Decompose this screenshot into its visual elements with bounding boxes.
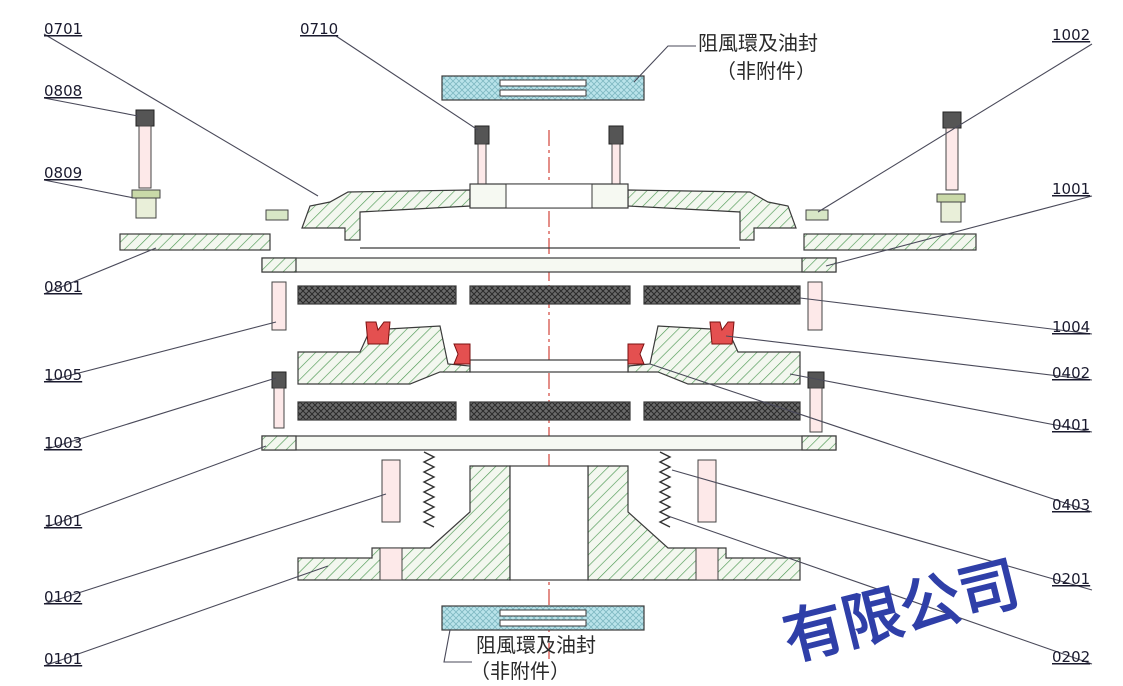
note-bottom-line2: （非附件）	[470, 659, 570, 683]
bolt-1003-shank-left	[273, 387, 285, 429]
label-0403: 0403	[1052, 496, 1090, 514]
washer-1002-right	[805, 209, 829, 221]
label-0201: 0201	[1052, 570, 1090, 588]
label-0202: 0202	[1052, 648, 1090, 666]
label-1005: 1005	[44, 366, 82, 384]
washer-1002-left	[265, 209, 289, 221]
label-0808: 0808	[44, 82, 82, 100]
label-1001-lower: 1001	[44, 512, 82, 530]
label-0401: 0401	[1052, 416, 1090, 434]
note-bottom-line1: 阻風環及油封	[476, 633, 596, 657]
bolt-1003-shank-right	[809, 387, 823, 433]
bolt-0808-right	[942, 111, 962, 191]
label-0101: 0101	[44, 650, 82, 668]
pin-1005-right	[807, 281, 823, 331]
pin-0102-right	[697, 459, 717, 523]
leader-lines	[43, 33, 1093, 667]
top-housing-0701	[301, 183, 797, 249]
base-0101	[297, 465, 801, 581]
seal-0402-right	[709, 321, 735, 345]
label-0402: 0402	[1052, 364, 1090, 382]
spring-0201-left	[422, 451, 436, 528]
note-top-line1: 阻風環及油封	[698, 31, 818, 55]
friction-pads-upper	[297, 285, 801, 305]
label-0701: 0701	[44, 20, 82, 38]
label-0710: 0710	[300, 20, 338, 38]
label-1004: 1004	[1052, 318, 1090, 336]
bushing-0809-right	[936, 193, 966, 223]
seal-0403-left	[453, 343, 471, 365]
bushing-0809-left	[131, 189, 161, 219]
seal-0403-right	[627, 343, 645, 365]
pin-0102-left	[381, 459, 401, 523]
label-0102: 0102	[44, 588, 82, 606]
label-0809: 0809	[44, 164, 82, 182]
seal-0402-left	[365, 321, 391, 345]
screw-0710-left	[474, 125, 490, 205]
label-1001-upper: 1001	[1052, 180, 1090, 198]
spring-0201-right	[658, 451, 672, 528]
note-top-line2: （非附件）	[716, 59, 816, 83]
label-1003: 1003	[44, 434, 82, 452]
label-0801: 0801	[44, 278, 82, 296]
top-seal-ring	[441, 75, 645, 101]
ring-plate-1001-top	[261, 257, 837, 273]
bolt-0808-left	[135, 109, 155, 189]
label-1002: 1002	[1052, 26, 1090, 44]
bolt-1003-head-left	[271, 371, 287, 389]
ring-plate-1001-bottom	[261, 435, 837, 451]
bottom-seal-ring	[441, 605, 645, 631]
pin-1005-left	[271, 281, 287, 331]
friction-pads-lower	[297, 401, 801, 421]
piston-0401	[297, 325, 801, 385]
